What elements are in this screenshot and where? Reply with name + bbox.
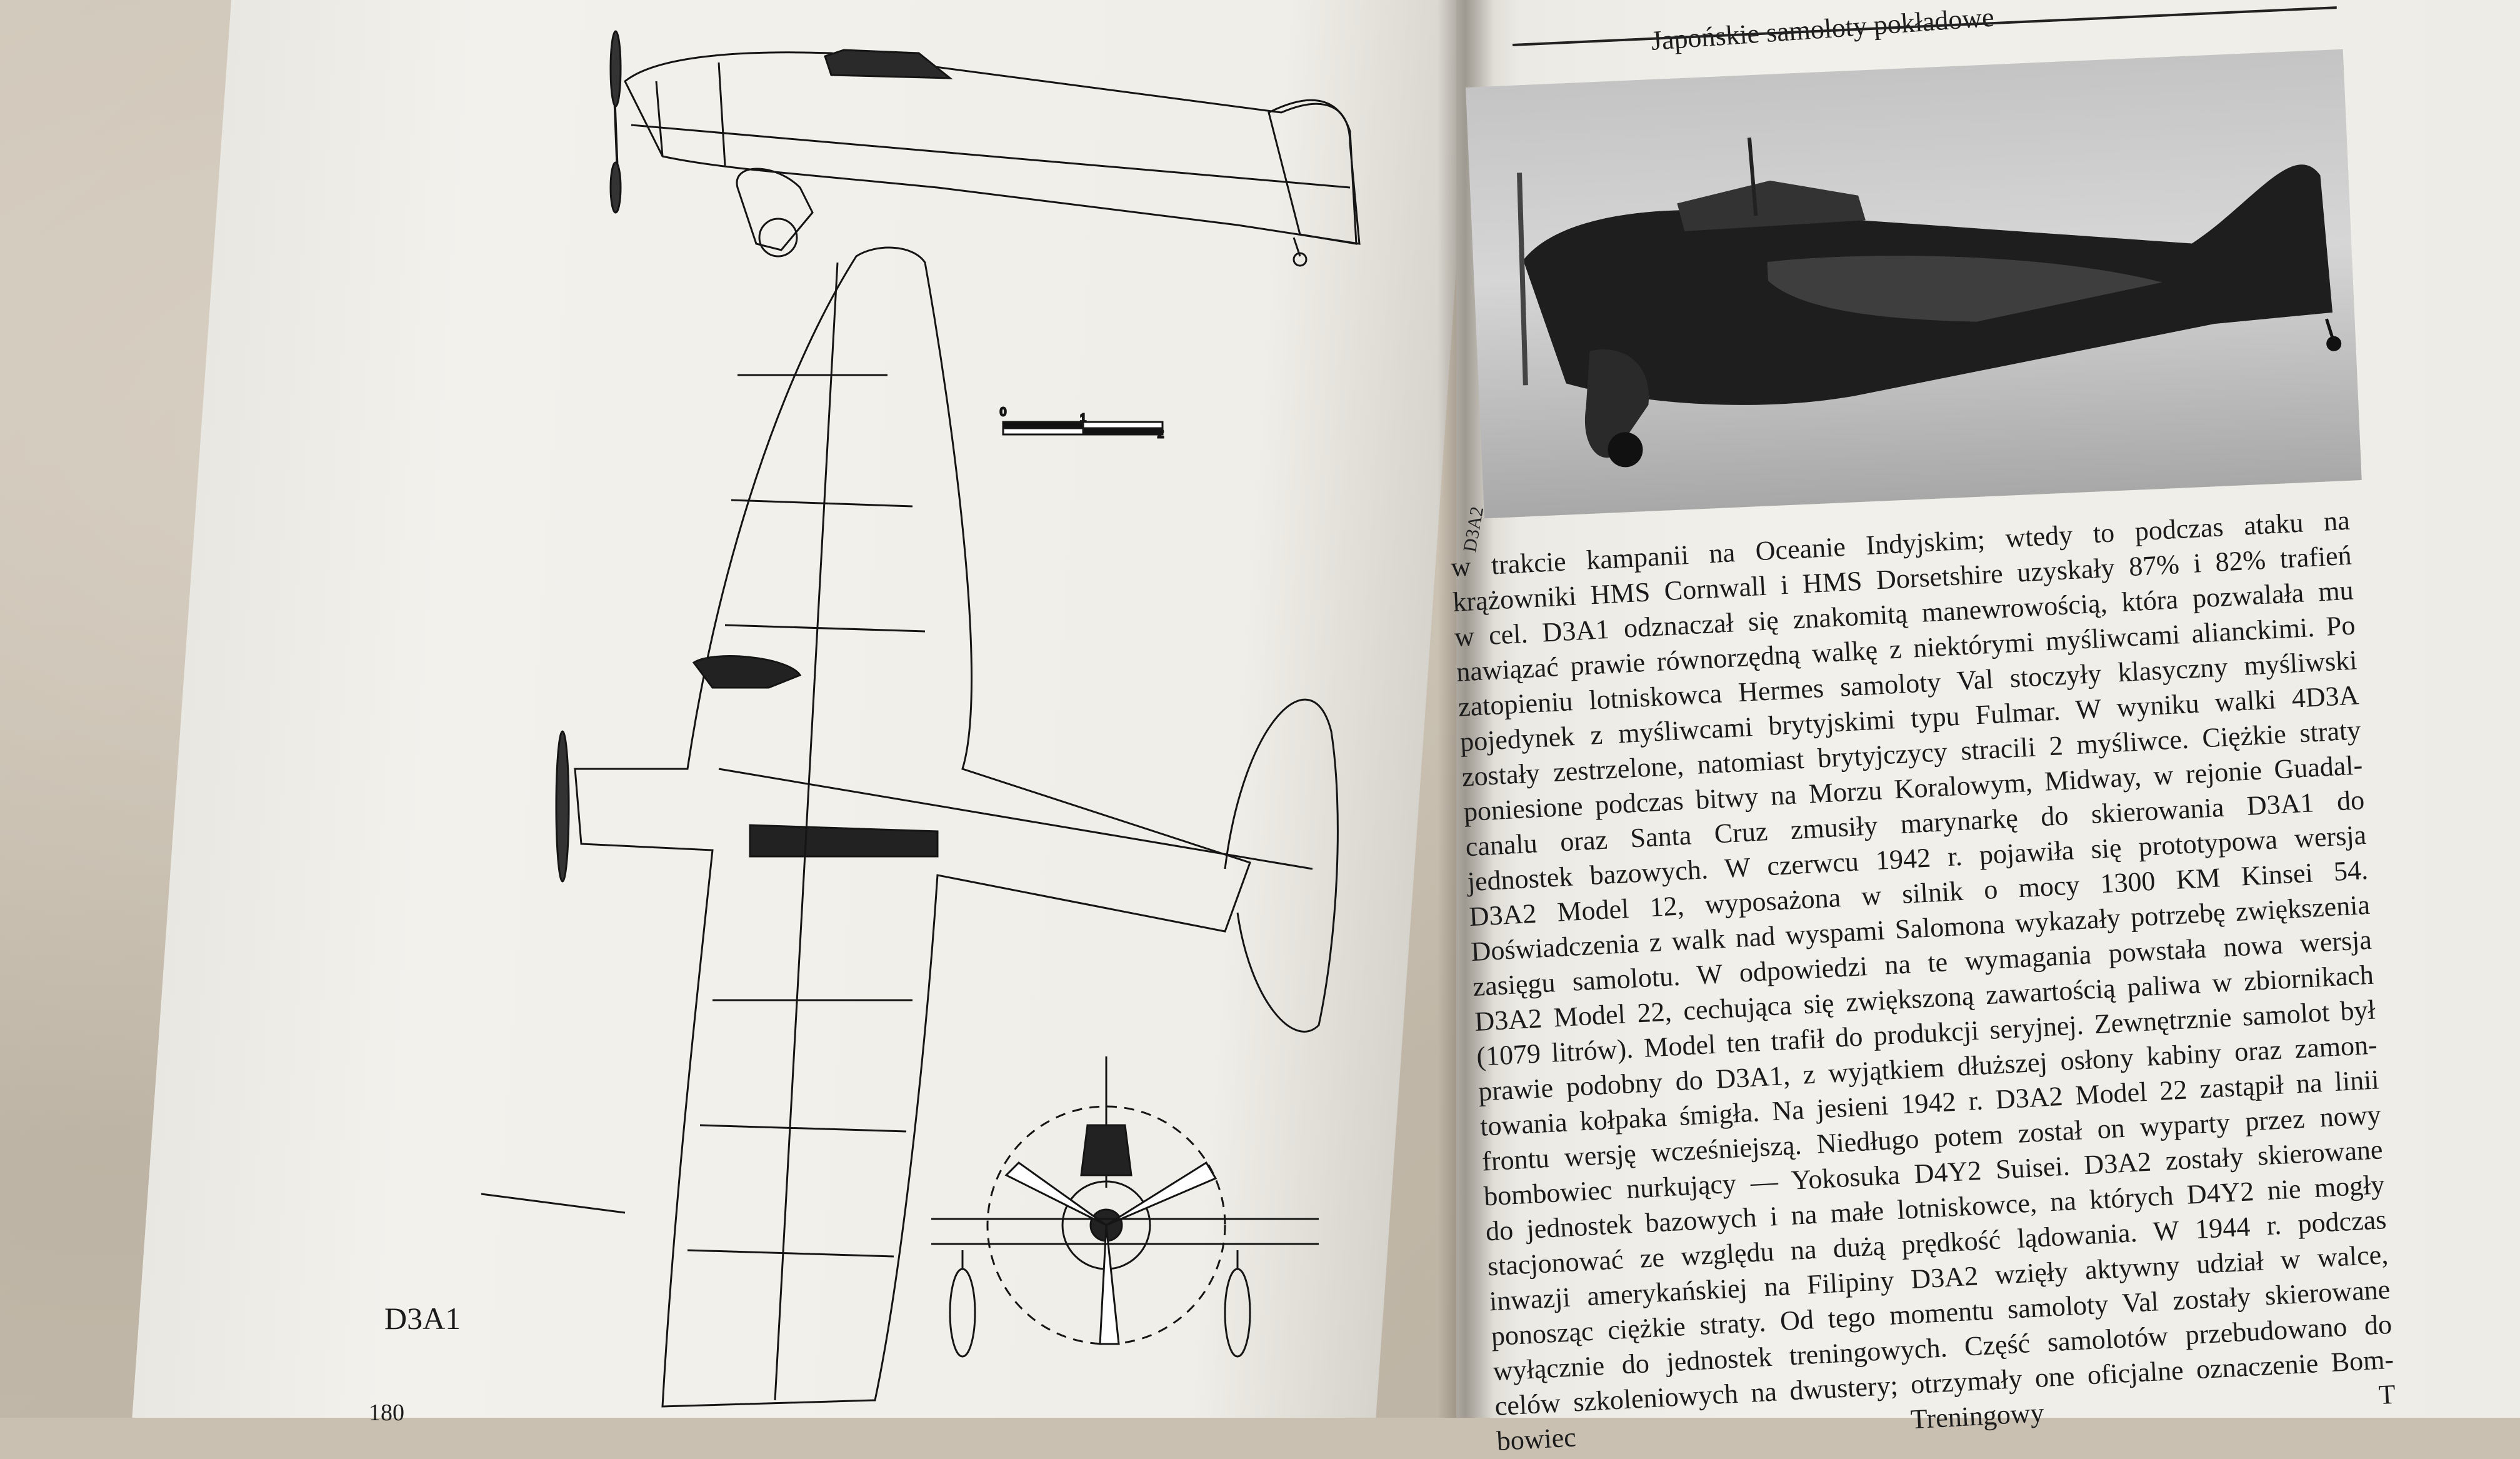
front-view-drawing	[931, 1056, 1319, 1356]
scale-tick-label: 1	[1080, 412, 1086, 424]
plan-view-drawing	[481, 248, 1338, 1406]
page-number: 180	[369, 1400, 404, 1426]
figure-label: D3A1	[384, 1301, 461, 1336]
aircraft-photo	[1466, 49, 2362, 519]
scale-tick-label: 0	[1000, 406, 1006, 418]
side-view-drawing	[611, 31, 1359, 266]
aircraft-line-drawings: 0 1 2	[0, 0, 2520, 1418]
body-text: w trakcie kampanii na Oceanie Indyjskim;…	[1450, 503, 2396, 1459]
scale-tick-label: 2	[1158, 428, 1164, 440]
scale-bar: 0 1 2	[999, 405, 1165, 441]
